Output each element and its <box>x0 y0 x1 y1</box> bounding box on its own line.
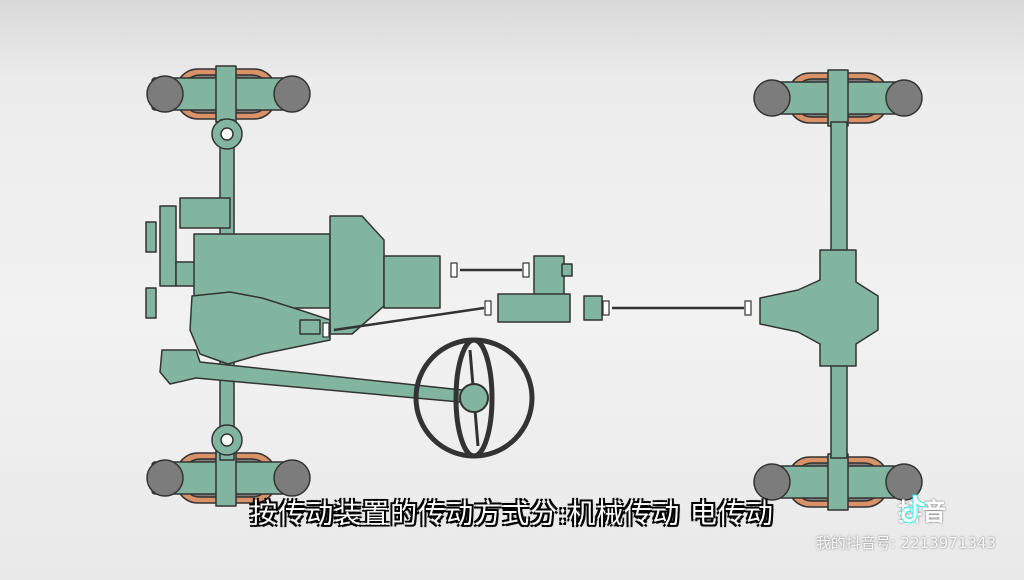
transfer-output <box>299 319 321 335</box>
intermediate-box-right <box>583 295 603 321</box>
front-left-wheel <box>146 65 311 123</box>
transfer-case <box>189 291 331 365</box>
subtitle: 按传动装置的传动方式分:机械传动 电传动 <box>250 499 774 530</box>
brand-logo: 抖音 <box>898 492 946 526</box>
rear-differential <box>759 249 879 367</box>
steering-wheel <box>413 337 535 459</box>
engine <box>145 197 331 319</box>
intermediate-box-lower <box>497 293 571 323</box>
rear-left-wheel <box>753 69 923 127</box>
intermediate-box-upper <box>533 255 565 297</box>
gearbox-rear <box>383 255 441 309</box>
intermediate-box-upper-tab <box>561 263 573 277</box>
rear-right-wheel <box>753 453 923 511</box>
link-shaft <box>333 306 485 332</box>
front-right-wheel <box>146 449 311 507</box>
account-id-label: 我的抖音号: 2213971343 <box>815 534 996 552</box>
gearbox <box>329 215 385 335</box>
tiktok-note-icon <box>900 494 926 524</box>
